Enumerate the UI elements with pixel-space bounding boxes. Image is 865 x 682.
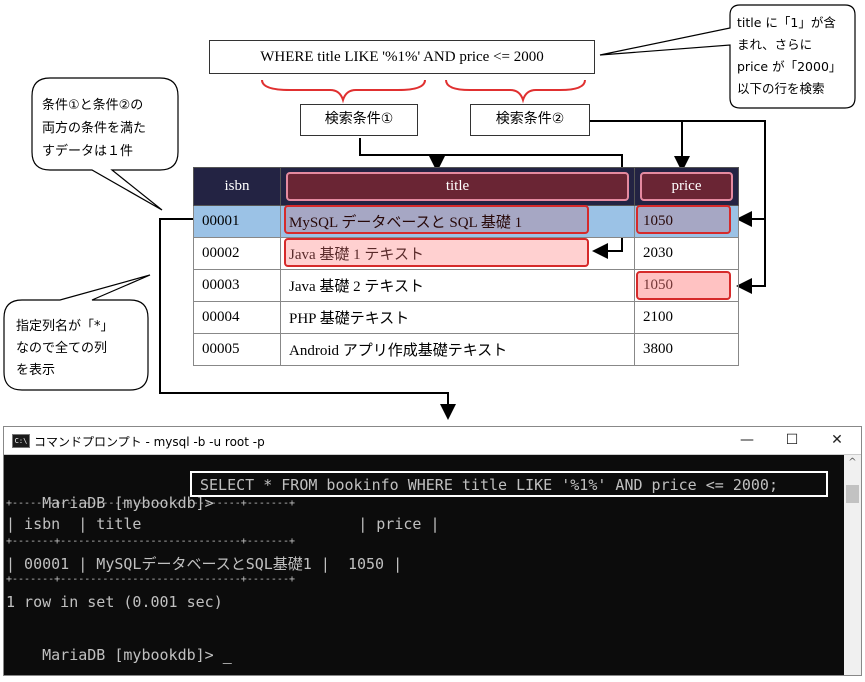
vertical-scrollbar[interactable]: ^	[844, 455, 861, 675]
minimize-button[interactable]: —	[740, 432, 754, 448]
close-button[interactable]: ✕	[831, 432, 843, 448]
cell-isbn: 00005	[193, 333, 281, 366]
terminal-separator-2: +-------+------------------------------+…	[6, 536, 295, 547]
callout-bottom-text: 指定列名が「*」 なので全ての列 を表示	[16, 319, 114, 378]
window-title: コマンドプロンプト - mysql -b -u root -p	[34, 435, 265, 449]
terminal-separator-1: +-------+------------------------------+…	[6, 498, 295, 509]
match-title-row1	[284, 205, 589, 234]
callout-right-text: title に「1」が含 まれ、さらに price が「2000」 以下の行を検…	[737, 15, 842, 96]
callout-left-text: 条件①と条件②の 両方の条件を満た すデータは１件	[42, 98, 147, 159]
arrow-cond2-rows	[682, 120, 766, 294]
cell-isbn: 00003	[193, 269, 281, 302]
chevron-up-icon[interactable]: ^	[848, 457, 857, 468]
cmd-icon: C:\	[12, 434, 30, 448]
scrollbar-thumb[interactable]	[846, 485, 859, 503]
callout-bottom-shape	[3, 274, 151, 391]
command-prompt-window: C:\ コマンドプロンプト - mysql -b -u root -p — ☐ …	[3, 426, 862, 676]
bookinfo-table: isbn title price 00001 MySQL データベースと SQL…	[193, 167, 739, 366]
match-title-row2	[284, 238, 589, 267]
terminal-separator-3: +-------+------------------------------+…	[6, 574, 295, 585]
condition-2-box: 検索条件②	[470, 104, 590, 136]
header-isbn: isbn	[193, 167, 281, 206]
brace-2	[445, 79, 586, 104]
terminal-result: 1 row in set (0.001 sec)	[6, 593, 223, 611]
terminal-data-row: | 00001 | MySQLデータベースとSQL基礎1 | 1050 |	[6, 555, 403, 573]
cell-title: Android アプリ作成基礎テキスト	[280, 333, 635, 366]
where-clause-box: WHERE title LIKE '%1%' AND price <= 2000	[209, 40, 595, 74]
table-row: 00005 Android アプリ作成基礎テキスト 3800	[193, 333, 739, 366]
cell-title: PHP 基礎テキスト	[280, 301, 635, 334]
header-price: price	[634, 167, 739, 206]
header-title: title	[280, 167, 635, 206]
cell-price: 2030	[634, 237, 739, 270]
match-price-row1	[636, 205, 731, 234]
brace-1	[261, 79, 426, 104]
arrow-cond2-price	[590, 120, 690, 172]
arrow-row-to-console	[159, 218, 456, 420]
cell-isbn: 00004	[193, 301, 281, 334]
table-row: 00004 PHP 基礎テキスト 2100	[193, 301, 739, 334]
terminal-command-highlight	[190, 471, 828, 497]
terminal-line-prompt-2: MariaDB [mybookdb]> _	[42, 646, 232, 664]
maximize-button[interactable]: ☐	[785, 432, 799, 448]
diagram-connectors	[3, 4, 856, 420]
terminal-command: SELECT * FROM bookinfo WHERE title LIKE …	[200, 476, 778, 494]
cell-isbn: 00001	[193, 205, 281, 238]
match-price-row3	[636, 271, 731, 300]
cell-price: 2100	[634, 301, 739, 334]
table-header-row: isbn title price	[193, 167, 739, 206]
arrow-cond1-title	[359, 138, 445, 172]
window-titlebar[interactable]: C:\ コマンドプロンプト - mysql -b -u root -p — ☐ …	[4, 427, 861, 455]
callout-left-shape	[31, 77, 179, 211]
cell-title: Java 基礎 2 テキスト	[280, 269, 635, 302]
condition-1-box: 検索条件①	[300, 104, 418, 136]
terminal-line-prompt: MariaDB [mybookdb]>	[42, 494, 214, 512]
text-cursor: _	[222, 646, 232, 664]
cell-isbn: 00002	[193, 237, 281, 270]
callout-right-shape	[599, 4, 856, 109]
cell-price: 3800	[634, 333, 739, 366]
terminal-header-row: | isbn | title | price |	[6, 515, 440, 533]
